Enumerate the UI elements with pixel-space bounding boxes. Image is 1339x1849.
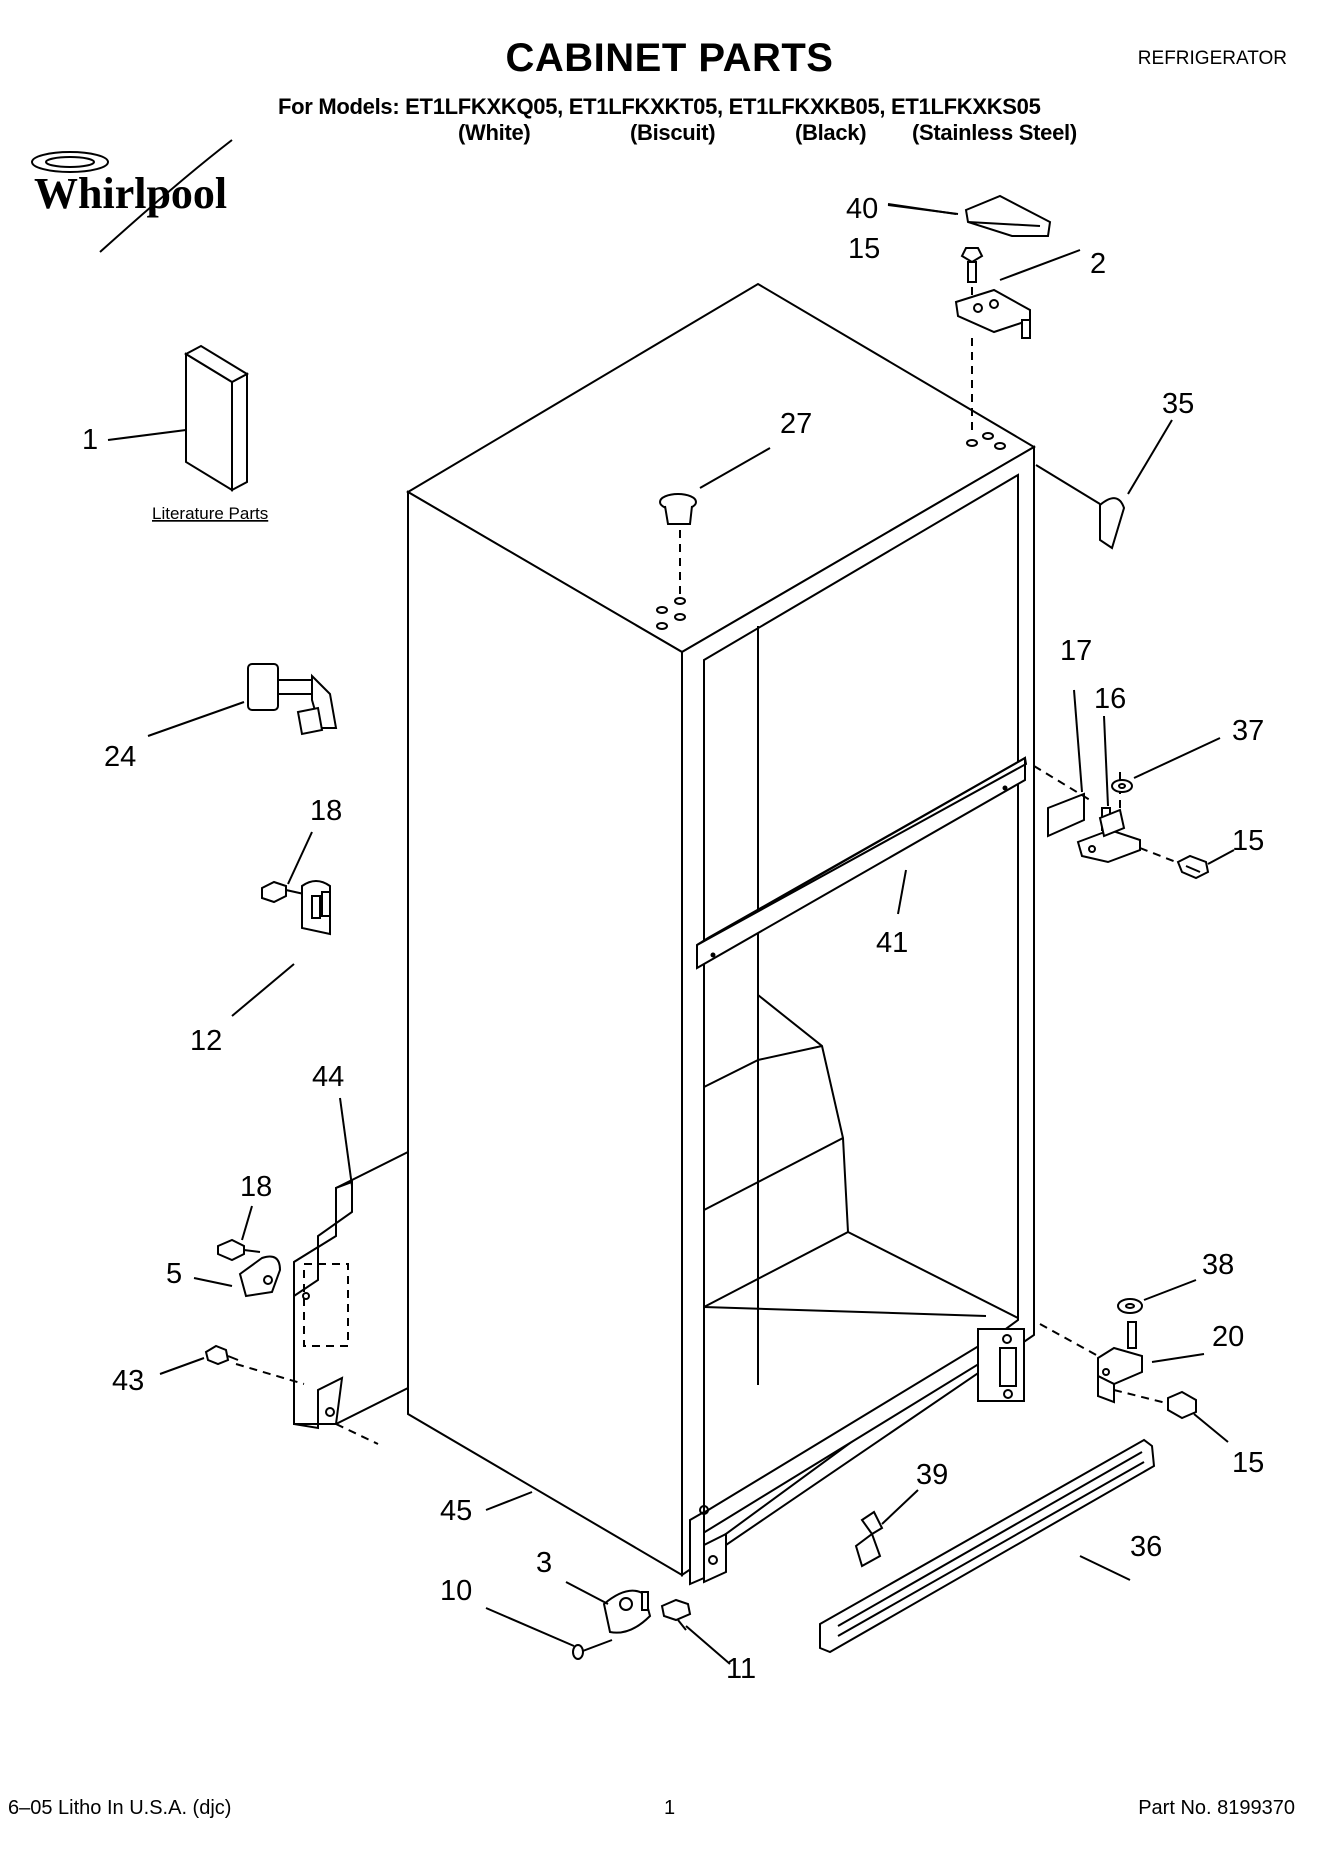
leader-41	[897, 869, 907, 915]
callout-36: 36	[1130, 1531, 1162, 1563]
bottom-rail	[689, 1328, 1025, 1586]
leader-27	[699, 447, 771, 489]
leader-11	[685, 1625, 731, 1665]
callout-15-center: 15	[1232, 825, 1264, 857]
callout-24: 24	[104, 741, 136, 773]
leader-1	[107, 429, 187, 441]
leader-43	[159, 1357, 205, 1375]
literature-parts-label: Literature Parts	[152, 504, 268, 523]
callout-44: 44	[312, 1061, 344, 1093]
cabinet-plug	[659, 493, 697, 525]
leader-12	[231, 963, 295, 1017]
grille-clip	[854, 1510, 884, 1568]
door-stop	[1099, 497, 1126, 550]
center-hinge-bracket	[1047, 792, 1141, 864]
variant-stainless-steel: (Stainless Steel)	[912, 120, 1077, 145]
callout-41: 41	[876, 927, 908, 959]
callout-15-top: 15	[848, 233, 880, 265]
callout-35: 35	[1162, 388, 1194, 420]
hinge-screw-top	[960, 247, 984, 283]
variant-white: (White)	[458, 120, 531, 145]
center-mullion-rail	[696, 756, 1028, 970]
whirlpool-logo: Whirlpool	[31, 139, 233, 253]
callout-2: 2	[1090, 248, 1106, 280]
callout-3: 3	[536, 1547, 552, 1579]
cable-clip-upper	[301, 880, 331, 936]
callout-43: 43	[112, 1365, 144, 1397]
footer-part-number: Part No. 8199370	[1138, 1797, 1295, 1819]
leader-35	[1127, 419, 1173, 495]
leader-18-lower	[241, 1205, 253, 1241]
callout-45: 45	[440, 1495, 472, 1527]
refrigerator-cabinet	[406, 282, 1036, 1577]
callout-12: 12	[190, 1025, 222, 1057]
leader-37	[1133, 737, 1221, 779]
callout-27: 27	[780, 408, 812, 440]
hinge-washer-upper	[1111, 779, 1133, 793]
panel-screw	[204, 1344, 239, 1366]
page-title: CABINET PARTS	[505, 36, 834, 80]
leader-45	[485, 1491, 533, 1511]
whirlpool-logo-text: Whirlpool	[34, 169, 227, 218]
rear-access-panel	[293, 1150, 409, 1430]
callout-38: 38	[1202, 1249, 1234, 1281]
leader-15-bottom	[1193, 1413, 1229, 1443]
callout-5: 5	[166, 1258, 182, 1290]
callout-labels: 1 2 3 5 10 11 12 15 15 15 16 17 18 18 20…	[82, 193, 1264, 1685]
models-line: For Models: ET1LFKXKQ05, ET1LFKXKT05, ET…	[278, 94, 1041, 119]
variant-black: (Black)	[795, 120, 867, 145]
leader-10	[485, 1607, 575, 1647]
leader-40	[887, 203, 957, 215]
bottom-hinge	[1097, 1321, 1143, 1404]
callout-17: 17	[1060, 635, 1092, 667]
roller-pin	[572, 1639, 613, 1660]
cable-clip-lower	[238, 1255, 282, 1298]
hinge-screw-center	[1176, 854, 1210, 880]
product-category: REFRIGERATOR	[1137, 48, 1287, 69]
callout-15-bottom: 15	[1232, 1447, 1264, 1479]
leader-15-center	[1207, 849, 1235, 865]
leader-20	[1151, 1353, 1205, 1363]
bracket-screw-upper	[261, 880, 305, 904]
leader-3	[565, 1581, 609, 1605]
footer-print-info: 6–05 Litho In U.S.A. (djc)	[8, 1797, 232, 1819]
callout-18-upper: 18	[310, 795, 342, 827]
callout-10: 10	[440, 1575, 472, 1607]
literature-booklet	[183, 344, 250, 492]
callout-39: 39	[916, 1459, 948, 1491]
front-roller-bracket	[602, 1589, 652, 1634]
leader-36	[1079, 1555, 1131, 1581]
bracket-screw-lower	[217, 1238, 261, 1262]
roller-screw	[660, 1598, 692, 1631]
callout-16: 16	[1094, 683, 1126, 715]
leader-2	[999, 249, 1081, 281]
leader-24	[147, 701, 245, 737]
leader-17	[1073, 689, 1083, 793]
variant-biscuit: (Biscuit)	[630, 120, 716, 145]
callout-37: 37	[1232, 715, 1264, 747]
callout-40: 40	[846, 193, 878, 225]
hinge-cover-cap	[964, 194, 1052, 237]
footer-page-number: 1	[664, 1797, 676, 1819]
callout-20: 20	[1212, 1321, 1244, 1353]
callout-18-lower: 18	[240, 1171, 272, 1203]
leader-38	[1143, 1279, 1197, 1301]
hinge-washer-lower	[1117, 1298, 1143, 1314]
leveling-leg-bolt	[247, 663, 338, 736]
leader-18-upper	[287, 831, 313, 885]
top-hinge	[954, 288, 1031, 339]
bottom-hinge-screw	[1167, 1390, 1197, 1420]
leader-5	[193, 1277, 233, 1287]
callout-11: 11	[726, 1653, 756, 1685]
leader-39	[881, 1489, 919, 1525]
leader-16	[1103, 715, 1109, 807]
leader-44	[339, 1097, 353, 1187]
base-grille	[819, 1438, 1156, 1654]
callout-1: 1	[82, 424, 98, 456]
